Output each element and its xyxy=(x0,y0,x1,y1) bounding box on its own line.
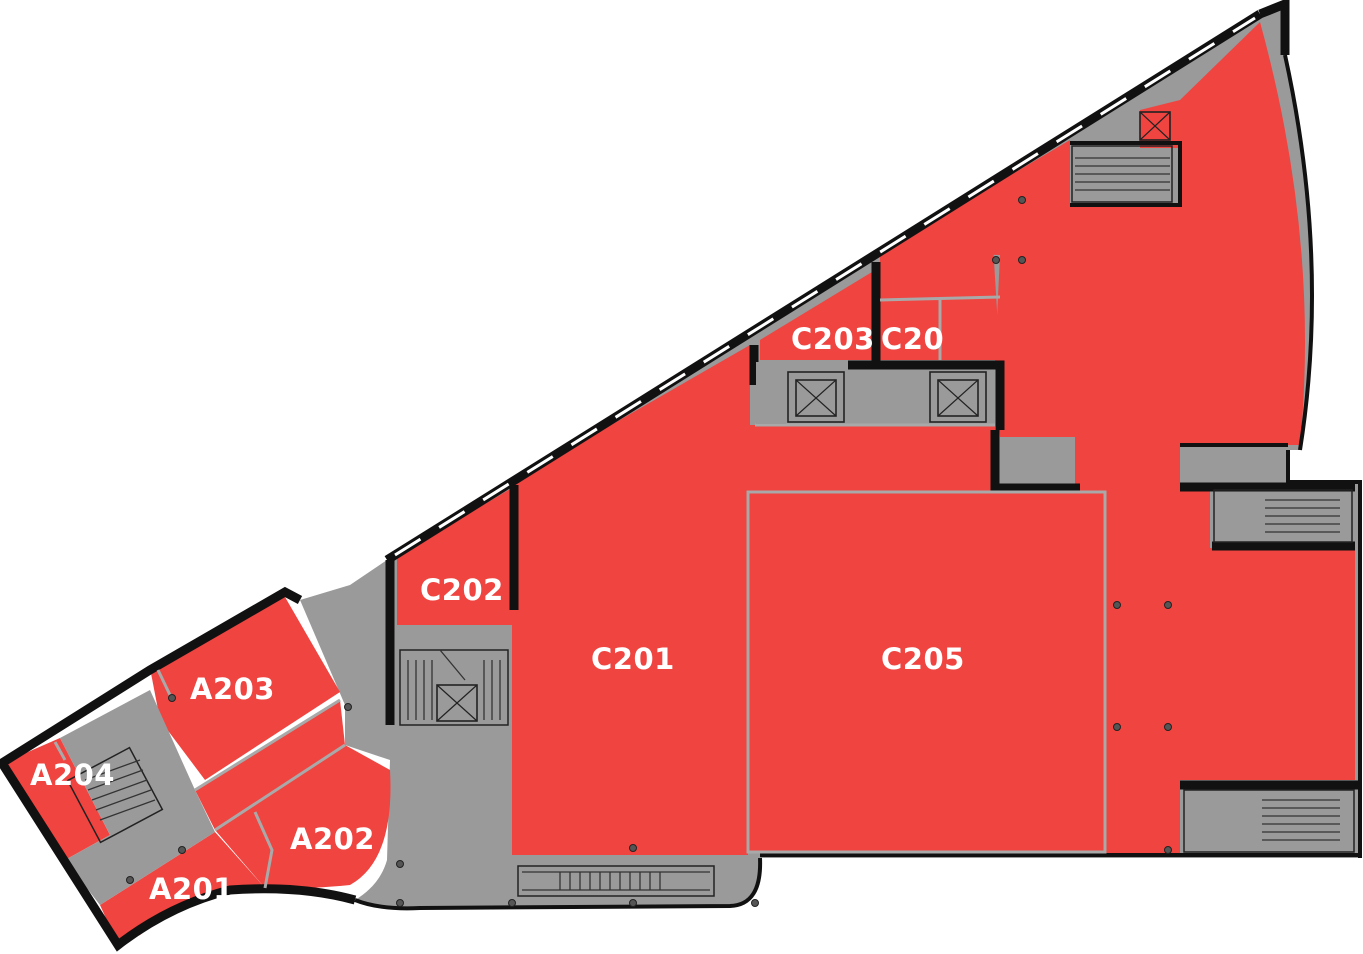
stair-icon xyxy=(1183,789,1355,853)
room-C202-area[interactable] xyxy=(397,488,512,625)
wall-elevator-lobby xyxy=(848,360,1005,430)
c205-partition xyxy=(746,490,1107,854)
a-wing-partition-1 xyxy=(194,698,341,792)
wall-north-stair xyxy=(1070,141,1182,207)
c203-core xyxy=(756,362,786,424)
room-label-A201: A201 xyxy=(149,872,234,906)
room-C205-area[interactable] xyxy=(748,490,1105,852)
exterior-wall-east-curve xyxy=(1283,54,1314,451)
room-label-C203: C203 xyxy=(791,322,875,356)
room-label-C204: C20 xyxy=(881,322,944,356)
room-C203-area[interactable] xyxy=(760,272,872,360)
a-wing-partition-4 xyxy=(53,741,67,761)
stair-icon xyxy=(66,746,164,844)
wall-c205-north xyxy=(990,430,1080,493)
elevator-icon xyxy=(436,684,478,722)
curtain-wall-north xyxy=(394,16,1256,557)
room-label-C205: C205 xyxy=(881,642,965,676)
room-label-A203: A203 xyxy=(190,672,275,706)
exterior-wall-southwest xyxy=(354,857,763,911)
room-C201-area[interactable] xyxy=(512,345,995,855)
room-label-A202: A202 xyxy=(290,822,375,856)
room-label-A204: A204 xyxy=(30,758,115,792)
elevator-icon xyxy=(787,371,845,423)
stair-icon xyxy=(399,649,509,726)
a-wing-core xyxy=(60,690,215,905)
stair-icon xyxy=(1071,145,1173,203)
a-wing-partition-5 xyxy=(156,669,172,696)
elevator-icon xyxy=(1139,111,1171,141)
column-icon xyxy=(126,196,1172,907)
room-label-C201: C201 xyxy=(591,642,675,676)
exterior-wall-northeast xyxy=(1258,0,1290,55)
room-A201-area[interactable] xyxy=(100,832,265,945)
exterior-wall-east xyxy=(1286,450,1362,858)
room-label-C202: C202 xyxy=(420,573,504,607)
room-east-area[interactable] xyxy=(880,22,1355,855)
a-wing-partition-2 xyxy=(214,743,346,832)
c204-partition xyxy=(879,295,1001,360)
stair-icon xyxy=(1213,489,1353,543)
a-wing-exterior-wall xyxy=(0,586,357,952)
room-A204-area[interactable] xyxy=(5,738,110,860)
elevator-icon xyxy=(929,371,987,423)
room-A203-area[interactable] xyxy=(150,597,340,780)
a-wing-partition-3 xyxy=(253,811,274,889)
escalator-icon xyxy=(517,865,715,897)
